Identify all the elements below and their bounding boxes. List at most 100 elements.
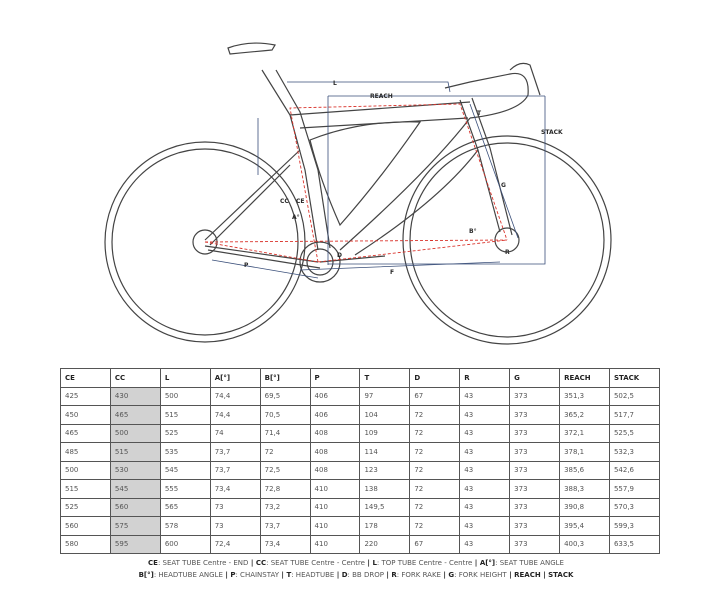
column-header: D	[409, 368, 461, 388]
legend-text: : FORK RAKE	[396, 571, 441, 579]
label-b: B°	[469, 228, 477, 235]
table-cell: 72	[409, 405, 461, 425]
column-header: CC	[109, 368, 161, 388]
table-cell: 72	[409, 423, 461, 443]
legend-line-1: CE: SEAT TUBE Centre - END | CC: SEAT TU…	[0, 559, 712, 567]
dimension-labels: L REACH STACK T G B° CC CE A° D R P F	[244, 80, 563, 276]
table-cell: 72	[409, 479, 461, 499]
table-cell: 425	[60, 386, 111, 406]
table-cell: 430	[109, 386, 161, 406]
table-cell: 74,4	[209, 405, 261, 425]
table-cell: 408	[309, 423, 361, 443]
table-cell: 575	[109, 516, 161, 536]
table-cell: 408	[309, 442, 361, 462]
table-cell: 43	[459, 534, 511, 554]
separator: |	[222, 571, 231, 579]
label-stack: STACK	[541, 129, 563, 136]
separator: |	[365, 559, 373, 567]
table-cell: 373	[509, 386, 561, 406]
legend-key: D	[341, 571, 348, 579]
table-cell: 73,4	[209, 479, 261, 499]
table-cell: 373	[509, 516, 561, 536]
table-cell: 525,5	[608, 423, 661, 443]
separator: |	[472, 559, 480, 567]
table-cell: 373	[509, 460, 561, 480]
legend-key: P	[230, 571, 236, 579]
rear-wheel	[104, 141, 306, 343]
handlebar	[444, 62, 541, 119]
table-cell: 373	[509, 405, 561, 425]
table-cell: 365,2	[559, 405, 610, 425]
table-cell: 633,5	[608, 534, 661, 554]
table-cell: 408	[309, 460, 361, 480]
legend-text: : HEADTUBE ANGLE	[153, 571, 223, 579]
table-cell: 406	[309, 405, 361, 425]
column-header: CE	[60, 368, 111, 388]
bike-frame	[104, 42, 612, 345]
legend-text: : TOP TUBE Centre - Centre	[376, 559, 473, 567]
head-tube	[459, 97, 513, 236]
table-cell: 109	[359, 423, 411, 443]
front-wheel	[402, 135, 612, 345]
table-cell: 388,3	[559, 479, 610, 499]
table-cell: 123	[359, 460, 411, 480]
seat-tube	[261, 69, 331, 251]
table-cell: 67	[409, 534, 461, 554]
legend-text: : SEAT TUBE Centre - Centre	[266, 559, 365, 567]
table-cell: 373	[509, 497, 561, 517]
table-cell: 373	[509, 479, 561, 499]
table-cell: 149,5	[359, 497, 411, 517]
table-cell: 595	[109, 534, 161, 554]
table-cell: 43	[459, 460, 511, 480]
centre-lines	[204, 103, 508, 263]
dimension-lines	[211, 81, 546, 279]
table-cell: 74,4	[209, 386, 261, 406]
table-cell: 73	[209, 516, 261, 536]
legend-key: STACK	[548, 571, 574, 579]
table-cell: 114	[359, 442, 411, 462]
table-cell: 72,4	[209, 534, 261, 554]
legend-key: B[°]	[138, 571, 154, 579]
table-cell: 500	[60, 460, 111, 480]
table-cell: 70,5	[259, 405, 311, 425]
table-cell: 73,2	[259, 497, 311, 517]
table-cell: 545	[109, 479, 161, 499]
table-cell: 502,5	[608, 386, 661, 406]
table-cell: 43	[459, 423, 511, 443]
table-cell: 395,4	[559, 516, 610, 536]
table-cell: 220	[359, 534, 411, 554]
table-cell: 72	[409, 460, 461, 480]
table-cell: 378,1	[559, 442, 610, 462]
label-p: P	[244, 262, 249, 269]
table-cell: 73,7	[209, 460, 261, 480]
legend-text: : FORK HEIGHT	[454, 571, 507, 579]
legend-text: : SEAT TUBE ANGLE	[495, 559, 564, 567]
table-cell: 69,5	[259, 386, 311, 406]
table-cell: 570,3	[608, 497, 661, 517]
table-cell: 67	[409, 386, 461, 406]
column-header: R	[459, 368, 511, 388]
label-l: L	[333, 80, 337, 87]
legend-key: CC	[255, 559, 267, 567]
table-cell: 43	[459, 516, 511, 536]
table-cell: 557,9	[608, 479, 661, 499]
label-cc: CC	[280, 198, 289, 205]
table-cell: 517,7	[608, 405, 661, 425]
column-header: A[°]	[209, 368, 261, 388]
column-header: L	[159, 368, 211, 388]
table-cell: 373	[509, 534, 561, 554]
table-cell: 560	[60, 516, 111, 536]
table-cell: 535	[159, 442, 211, 462]
table-cell: 73,7	[259, 516, 311, 536]
table-cell: 72	[259, 442, 311, 462]
legend-key: T	[286, 571, 292, 579]
table-cell: 97	[359, 386, 411, 406]
separator: |	[248, 559, 256, 567]
table-cell: 72,8	[259, 479, 311, 499]
table-cell: 43	[459, 386, 511, 406]
table-cell: 410	[309, 516, 361, 536]
